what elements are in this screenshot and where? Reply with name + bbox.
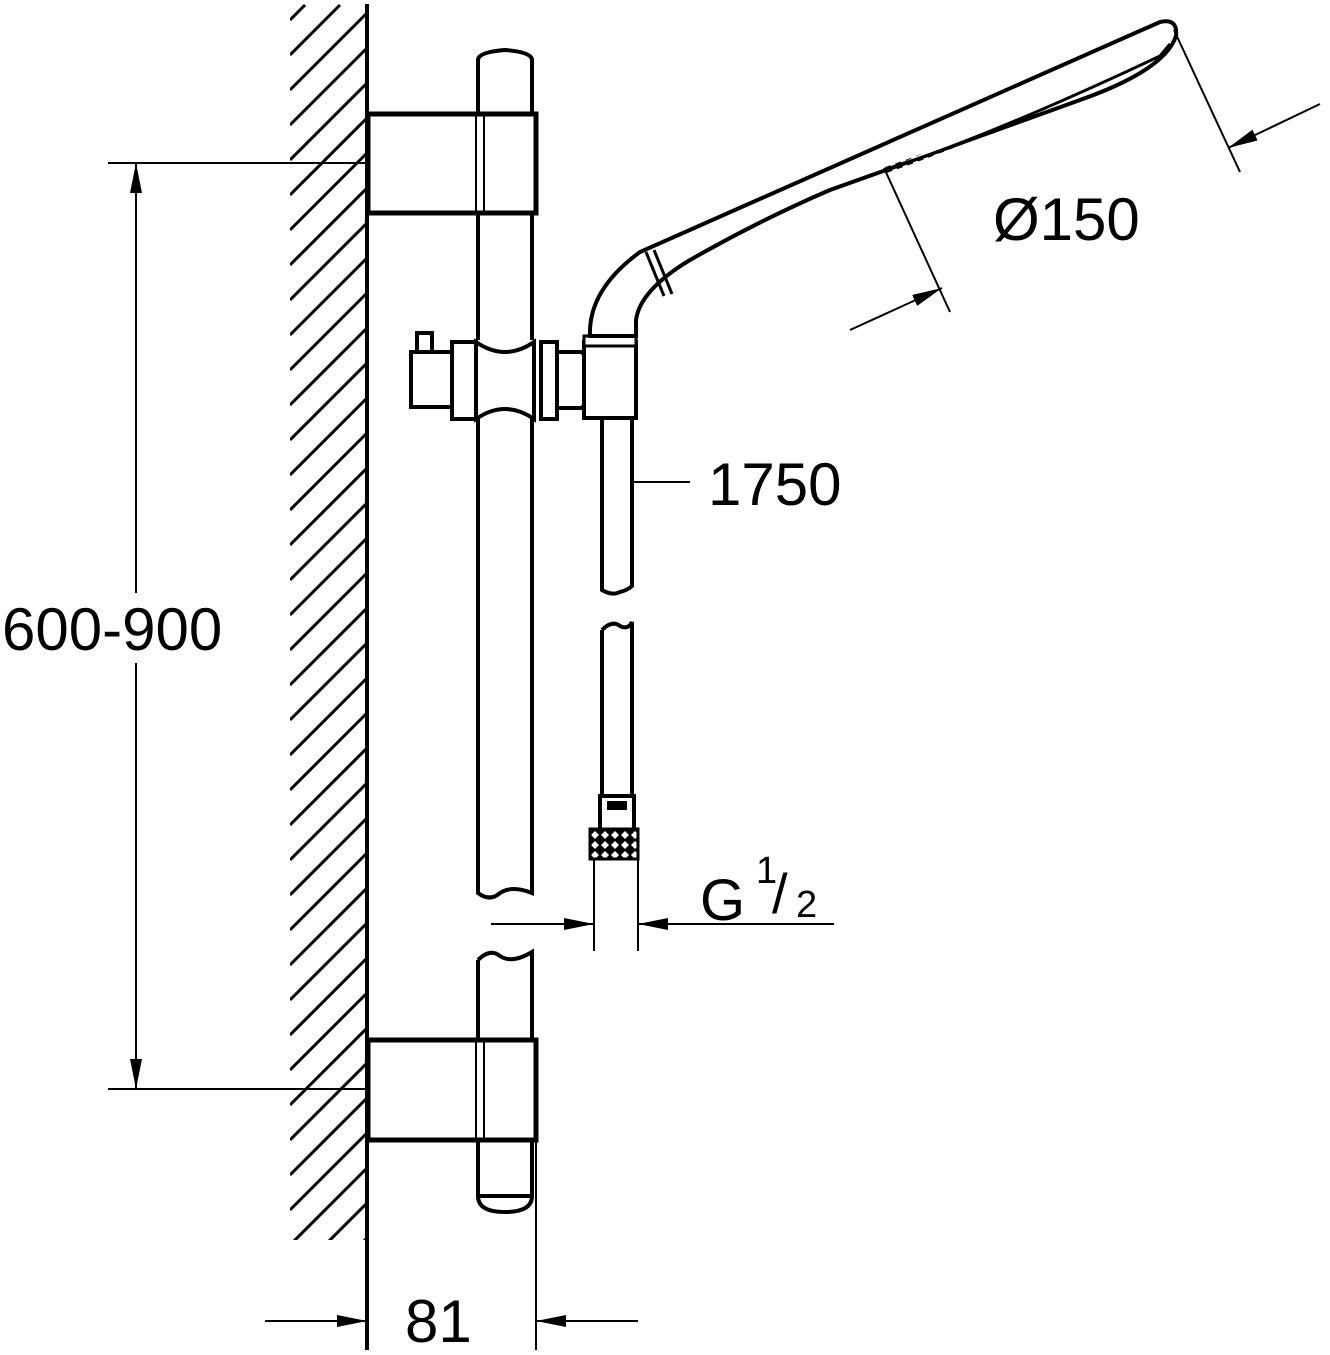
dimension-height	[108, 162, 367, 1090]
sliding-holder	[409, 331, 638, 423]
thread-numerator: 1	[756, 850, 778, 892]
dimension-depth	[265, 1140, 638, 1350]
dimension-label-diameter: Ø150	[993, 186, 1140, 253]
thread-prefix: G	[700, 868, 746, 933]
shower-rail	[476, 47, 534, 1215]
shower-hose	[598, 418, 636, 833]
hand-shower	[587, 19, 1179, 338]
dimension-diameter	[849, 29, 1321, 331]
dimension-label-height: 600-900	[2, 596, 223, 663]
upper-wall-bracket	[365, 111, 539, 216]
hose-nut	[588, 827, 640, 861]
lower-wall-bracket	[365, 1037, 539, 1143]
dimension-label-hose-length: 1750	[708, 451, 842, 518]
thread-denominator: 2	[796, 884, 818, 926]
wall-hatching	[290, 4, 367, 1240]
dimension-thread	[491, 859, 834, 951]
thread-slash: /	[772, 862, 788, 925]
dimension-label-depth: 81	[405, 1288, 472, 1355]
